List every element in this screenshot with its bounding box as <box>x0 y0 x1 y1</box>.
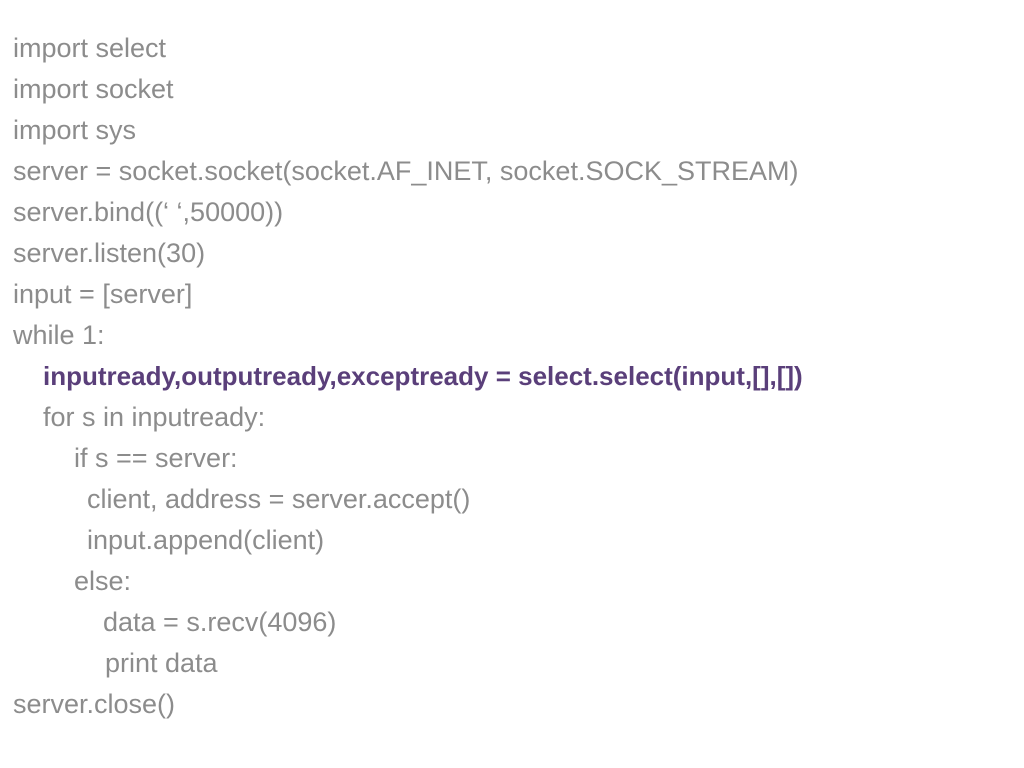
code-line-server-bind: server.bind((‘ ‘,50000)) <box>13 197 284 227</box>
code-line-print: print data <box>105 648 218 678</box>
code-line-recv: data = s.recv(4096) <box>103 607 337 637</box>
code-line-import-socket: import socket <box>13 74 174 104</box>
code-line-import-select: import select <box>13 33 167 63</box>
code-listing: import select import socket import sys s… <box>13 28 1013 725</box>
code-line-server-socket: server = socket.socket(socket.AF_INET, s… <box>13 156 799 186</box>
code-line-while-loop: while 1: <box>13 320 105 350</box>
code-line-import-sys: import sys <box>13 115 137 145</box>
code-line-accept: client, address = server.accept() <box>87 484 471 514</box>
code-line-server-listen: server.listen(30) <box>13 238 206 268</box>
code-line-append: input.append(client) <box>87 525 325 555</box>
code-line-select-call-highlighted: inputready,outputready,exceptready = sel… <box>43 361 803 391</box>
code-line-else: else: <box>74 566 132 596</box>
code-line-if-server: if s == server: <box>74 443 238 473</box>
code-line-input-list: input = [server] <box>13 279 193 309</box>
code-line-server-close: server.close() <box>13 689 176 719</box>
code-line-for-loop: for s in inputready: <box>43 402 266 432</box>
